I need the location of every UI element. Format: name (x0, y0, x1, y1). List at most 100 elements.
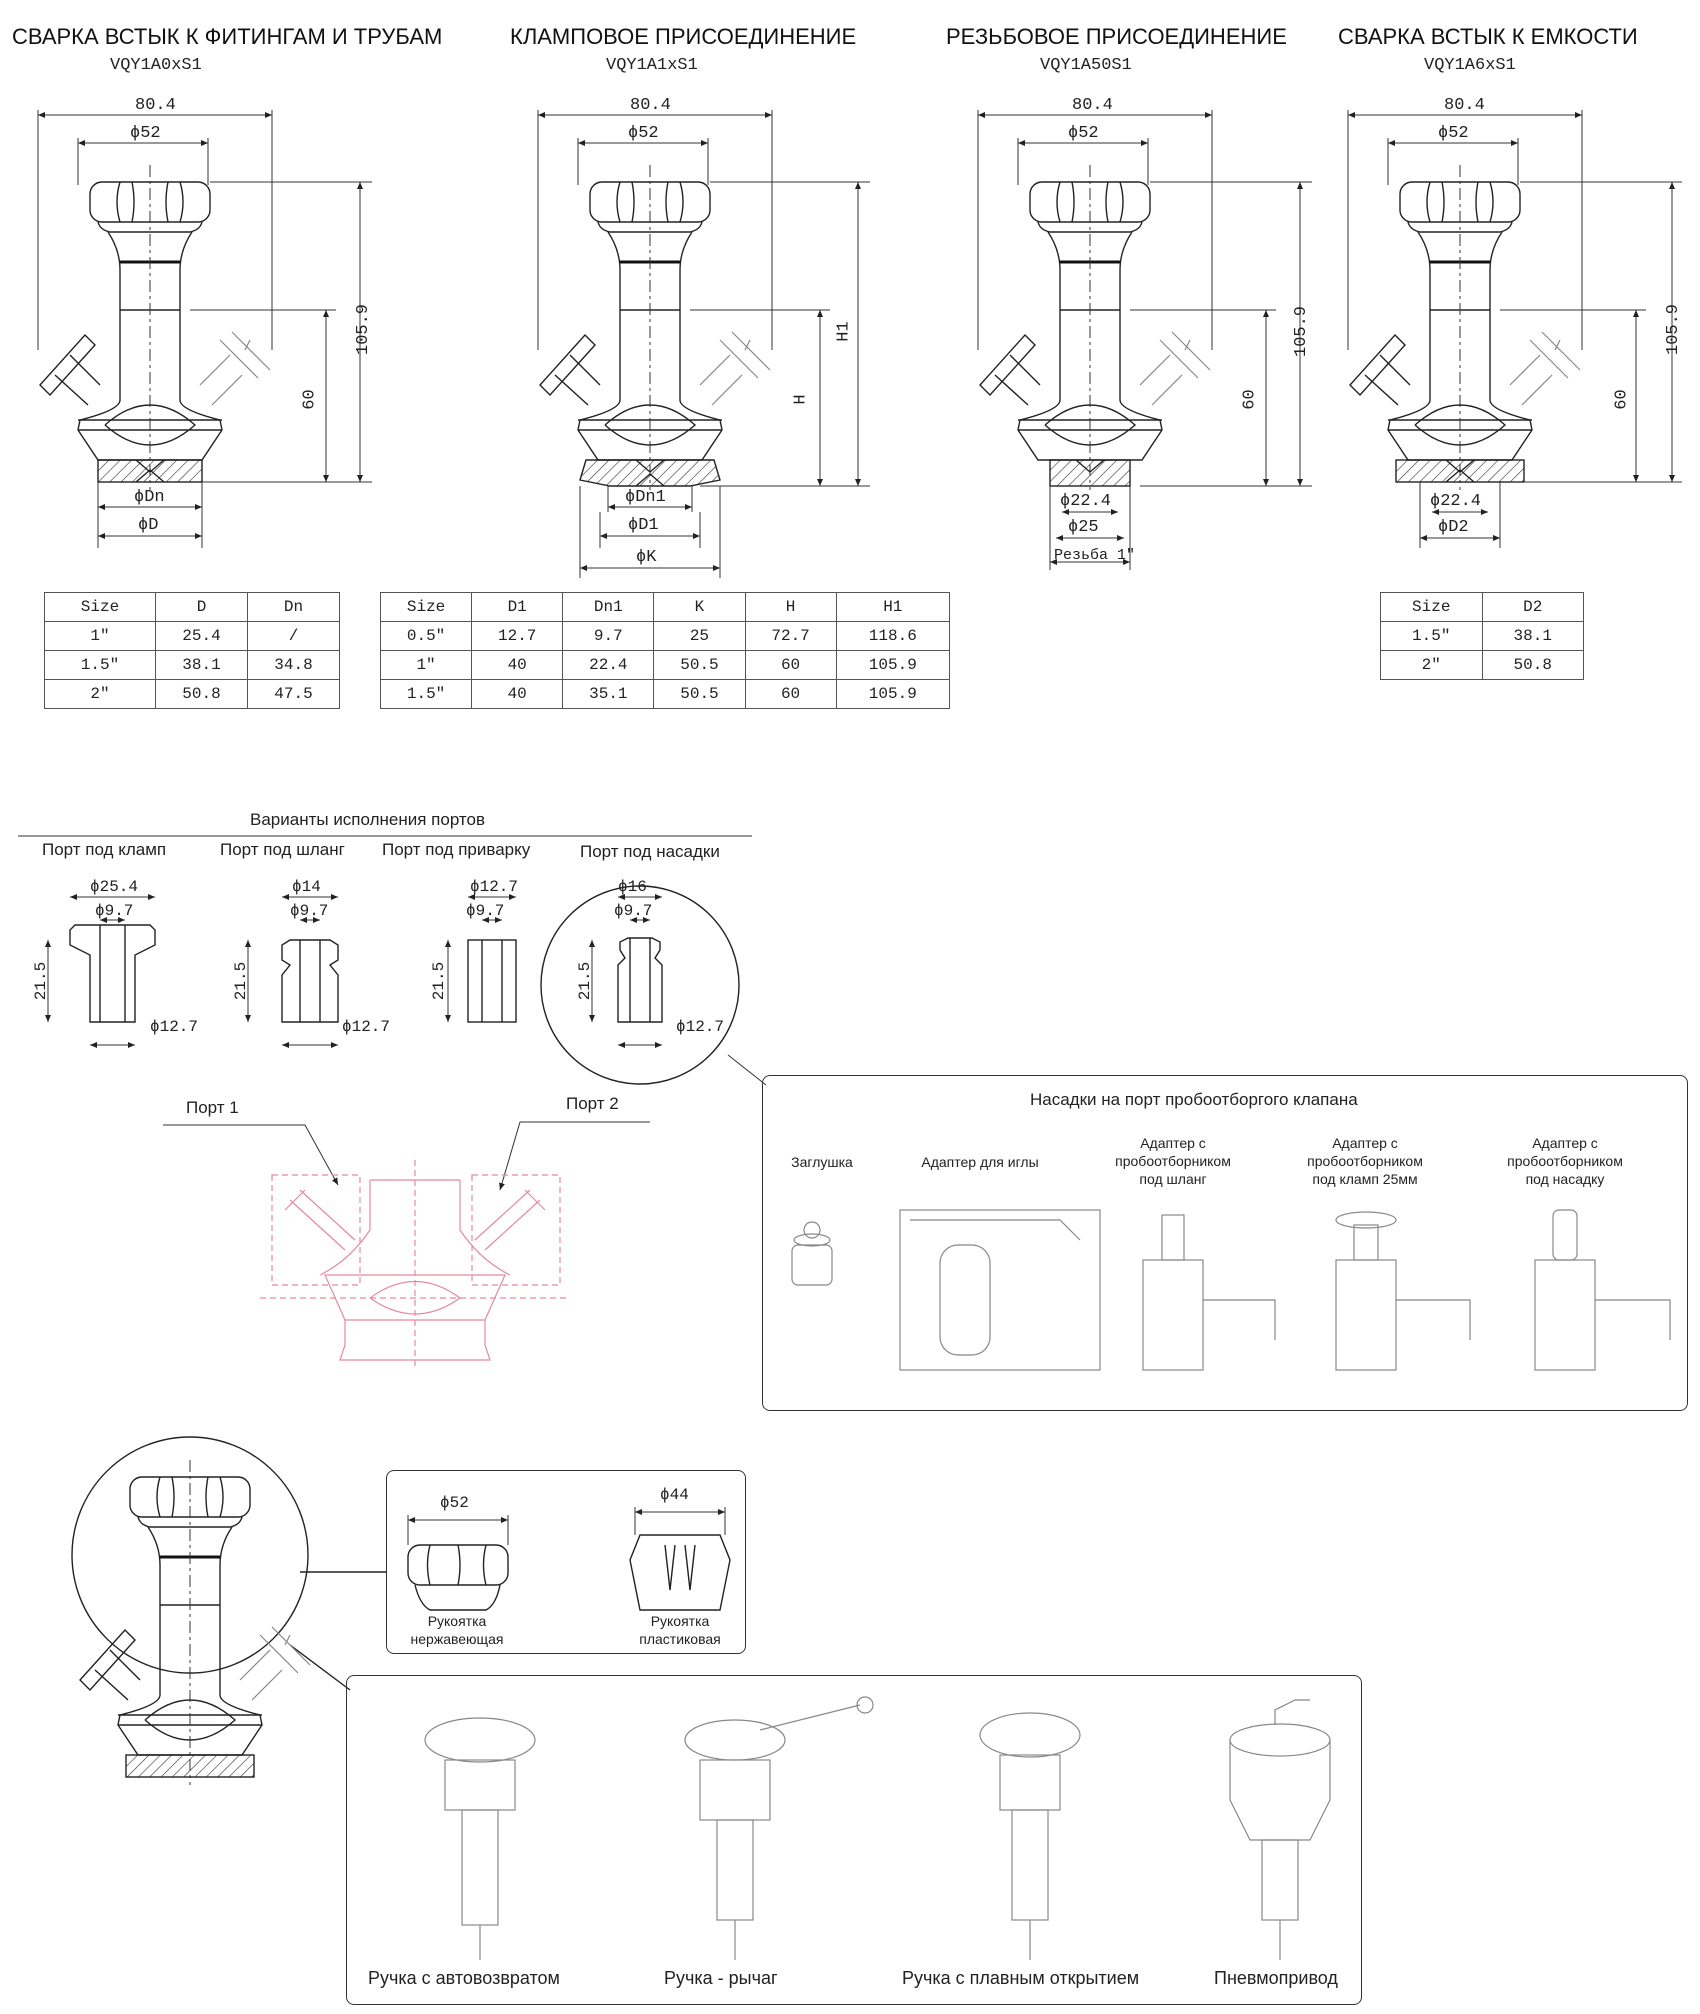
pneumatic-actuator-icon (1229, 1699, 1331, 1960)
dim-b3: Резьба 1" (1054, 547, 1136, 564)
table-cell: 25.4 (155, 621, 248, 651)
cap-icon (791, 1221, 833, 1286)
port-dim-inner: ϕ9.7 (614, 902, 653, 920)
table-cell: 60 (744, 679, 837, 709)
port-label-weld: Порт под приварку (382, 840, 531, 859)
lever-handle-icon (684, 1696, 874, 1960)
table-cell: Size (379, 592, 473, 622)
dim-b3: ϕK (636, 548, 657, 567)
port-dim-top: ϕ16 (618, 878, 647, 896)
dim-width: 80.4 (630, 96, 671, 115)
table-cell: 25 (653, 621, 746, 651)
valve-code-2: VQY1A1xS1 (606, 56, 698, 75)
dim-h60: 60 (300, 389, 320, 410)
dim-knob: ϕ52 (1438, 124, 1469, 143)
dim-b2: ϕD2 (1438, 518, 1469, 537)
table-row: 1"25.4/ (44, 621, 340, 651)
table-cell: 2" (1380, 650, 1483, 680)
handle-options-drawing (71, 1436, 731, 1787)
actuators-panel (346, 1675, 1362, 2005)
table-cell: 22.4 (562, 650, 655, 680)
dim-b2: ϕD (138, 516, 159, 535)
ports-title: Варианты исполнения портов (250, 810, 485, 829)
table-cell: 1.5" (379, 679, 473, 709)
actuator-drawings (424, 1696, 1331, 1960)
dim-knob: ϕ52 (628, 124, 659, 143)
port-dim-height: 21.5 (32, 961, 51, 1001)
table-cell: 50.8 (1481, 650, 1584, 680)
table-cell: / (247, 621, 340, 651)
port-label-clamp: Порт под кламп (42, 840, 167, 859)
dim-b1: ϕDn1 (625, 488, 666, 507)
table-cell: 50.5 (653, 650, 746, 680)
dim-height: 105.9 (354, 303, 374, 356)
table-cell: 1" (379, 650, 473, 680)
valve-title-1: СВАРКА ВСТЫК К ФИТИНГАМ И ТРУБАМ (12, 24, 443, 49)
dim-knob: ϕ52 (1068, 124, 1099, 143)
dim-width: 80.4 (1072, 96, 1113, 115)
port-dim-top: ϕ25.4 (90, 878, 139, 896)
clamp-adapter-icon (1335, 1211, 1471, 1371)
handle-label-stainless: Рукоятка нержавеющая (410, 1613, 504, 1647)
dim-h60: 60 (1240, 389, 1260, 410)
handle-label-plastic: Рукоятка пластиковая (639, 1613, 721, 1647)
dim-b2: ϕD1 (628, 516, 659, 535)
table-cell: 105.9 (835, 679, 951, 709)
table-cell: 12.7 (471, 621, 564, 651)
table-cell: 40 (471, 650, 564, 680)
attachments-title: Насадки на порт пробоотборгого клапана (1030, 1090, 1358, 1109)
port-dim-inner: ϕ9.7 (95, 902, 134, 920)
table-row: 2"50.8 (1380, 650, 1584, 680)
valve-drawing-4 (1348, 163, 1582, 492)
table-cell: 2" (44, 679, 156, 709)
dim-height: 105.9 (1292, 305, 1312, 358)
valve-title-3: РЕЗЬБОВОЕ ПРИСОЕДИНЕНИЕ (946, 24, 1287, 49)
valve-code-4: VQY1A6xS1 (1424, 56, 1516, 75)
handle-dim-stainless: ϕ52 (440, 1494, 469, 1512)
dim-height: 105.9 (1664, 303, 1684, 356)
table-cell: 50.5 (653, 679, 746, 709)
dim-width: 80.4 (1444, 96, 1485, 115)
valve-title-4: СВАРКА ВСТЫК К ЕМКОСТИ (1338, 24, 1638, 49)
table-cell: Size (44, 592, 156, 622)
actuator-label-auto-return: Ручка с автовозвратом (368, 1968, 560, 1988)
port-dim-bottom: ϕ12.7 (150, 1018, 199, 1036)
table-cell: 118.6 (835, 621, 951, 651)
nozzle-adapter-icon (1534, 1209, 1671, 1371)
valve-drawing-1 (38, 163, 272, 492)
table-cell: Dn (247, 592, 340, 622)
table-cell: D (155, 592, 248, 622)
port-dim-height: 21.5 (576, 961, 595, 1001)
port-dim-height: 21.5 (430, 961, 449, 1001)
dim-b1: ϕ22.4 (1430, 492, 1482, 511)
attachments-panel (762, 1075, 1688, 1411)
port-1-label: Порт 1 (186, 1098, 239, 1117)
table-row: 1.5"38.1 (1380, 621, 1584, 651)
smooth-opening-handle-icon (979, 1712, 1081, 1960)
table-cell: 60 (744, 650, 837, 680)
table-cell: 40 (471, 679, 564, 709)
port-label-adapter: Порт под насадки (580, 842, 720, 861)
actuator-label-smooth: Ручка с плавным открытием (902, 1968, 1140, 1988)
table-cell: Size (1380, 592, 1483, 622)
table-cell: H1 (835, 592, 951, 622)
table-cell: 0.5" (379, 621, 473, 651)
table-cell: 9.7 (562, 621, 655, 651)
needle-adapter-icon (899, 1209, 1101, 1371)
dim-h60: 60 (1612, 389, 1632, 410)
port-dim-bottom: ϕ12.7 (342, 1018, 391, 1036)
table-cell: 47.5 (247, 679, 340, 709)
table-cell: 50.8 (155, 679, 248, 709)
table-cell: 105.9 (835, 650, 951, 680)
port-dim-inner: ϕ9.7 (466, 902, 505, 920)
dim-h60: H (791, 394, 811, 405)
table-cell: 34.8 (247, 650, 340, 680)
dimension-lines (37, 110, 1682, 578)
valve-title-2: КЛАМПОВОЕ ПРИСОЕДИНЕНИЕ (510, 24, 857, 49)
dim-knob: ϕ52 (130, 124, 161, 143)
port-dim-inner: ϕ9.7 (290, 902, 329, 920)
port-dim-bottom: ϕ12.7 (676, 1018, 725, 1036)
